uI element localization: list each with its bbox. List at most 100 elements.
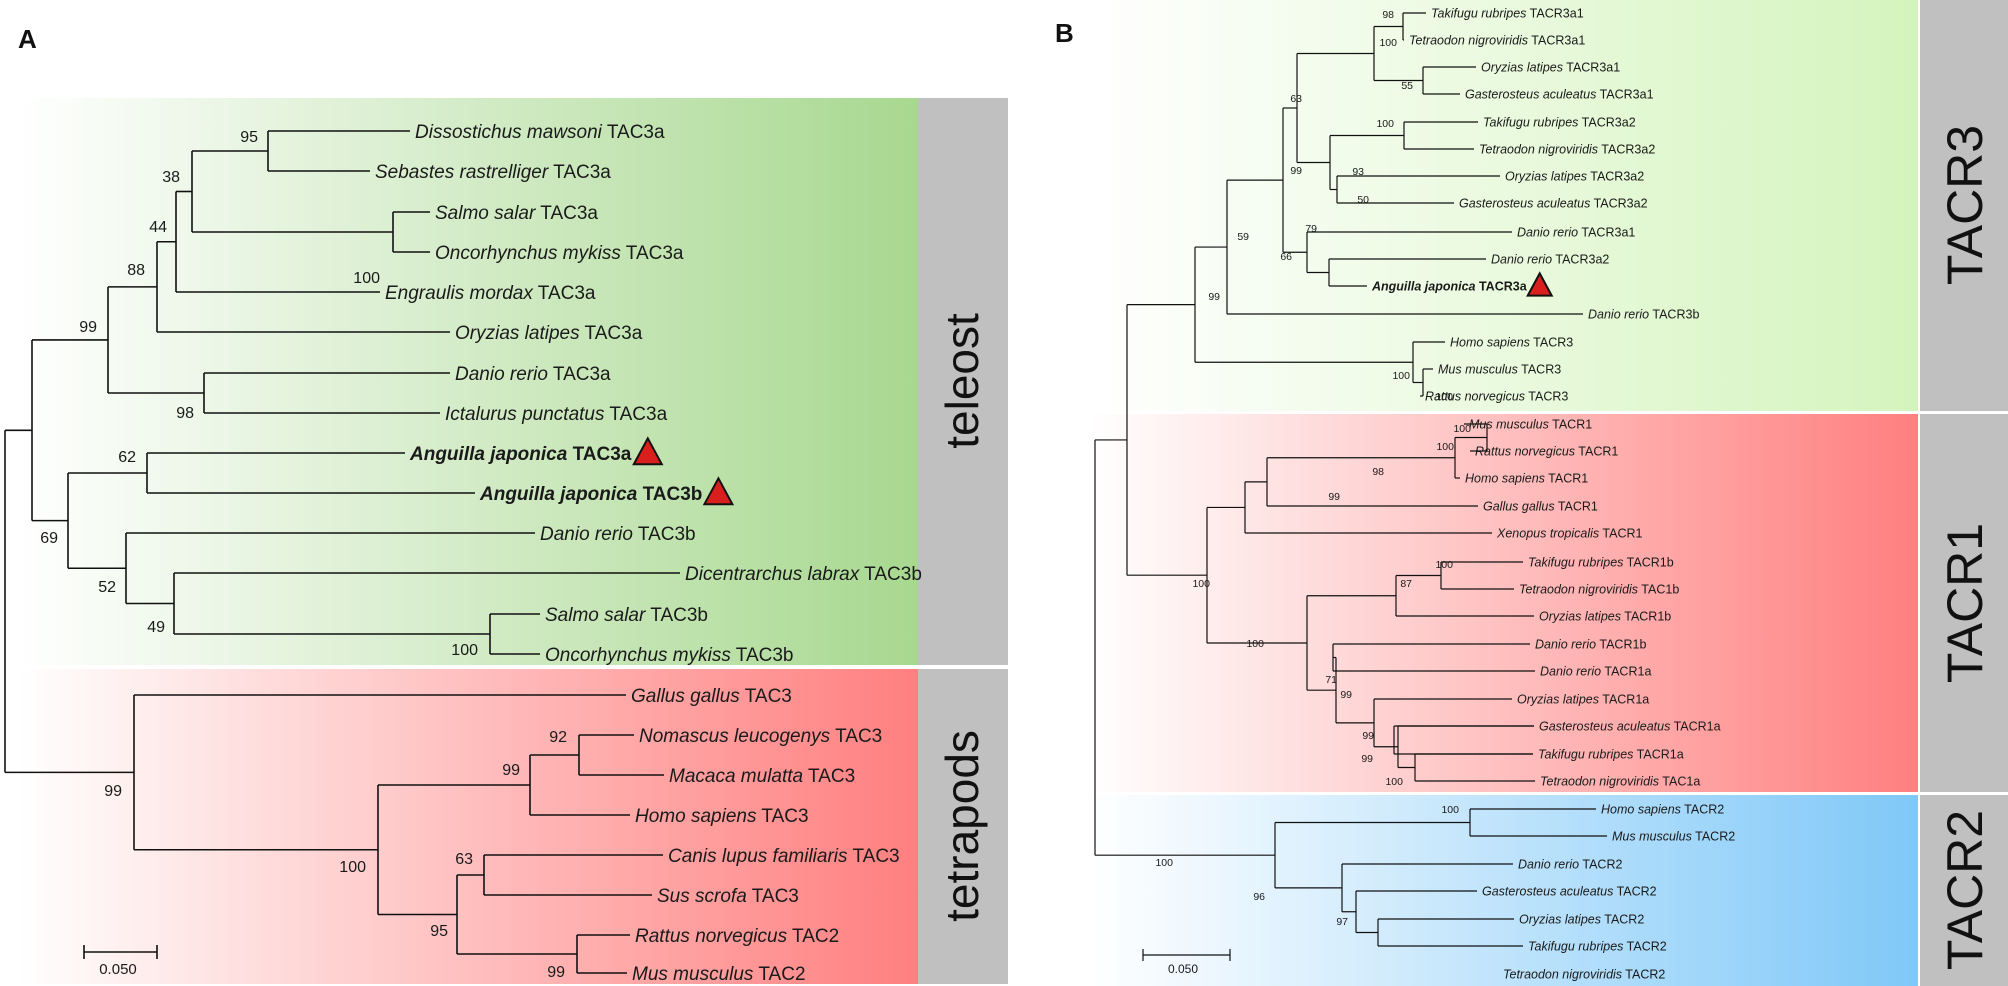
- panel-a-letter: A: [18, 24, 37, 54]
- gene-name: TACR1: [1575, 445, 1618, 459]
- taxon-label: Rattus norvegicus TAC2: [635, 926, 839, 947]
- species-name: Takifugu rubripes: [1538, 748, 1633, 762]
- bootstrap-value: 52: [98, 579, 116, 596]
- bootstrap-value: 59: [1237, 231, 1249, 243]
- bootstrap-value: 100: [1441, 804, 1459, 816]
- species-name: Dicentrarchus labrax: [685, 564, 861, 585]
- bootstrap-value: 100: [1435, 559, 1453, 571]
- bootstrap-value: 55: [1401, 80, 1413, 92]
- bootstrap-value: 96: [1253, 891, 1265, 903]
- species-name: Canis lupus familiaris: [668, 846, 848, 867]
- bootstrap-value: 99: [502, 762, 520, 779]
- bootstrap-value: 99: [1328, 491, 1340, 503]
- taxon-label: Mus musculus TACR1: [1469, 418, 1592, 432]
- gene-name: TAC2: [753, 964, 805, 985]
- taxon-label: Gasterosteus aculeatus TACR2: [1482, 885, 1657, 899]
- gene-name: TACR2: [1601, 913, 1644, 927]
- bootstrap-value: 66: [1280, 251, 1292, 263]
- gene-name: TACR3a2: [1587, 170, 1644, 184]
- gene-name: TACR3a2: [1590, 197, 1647, 211]
- gene-name: TACR3b: [1649, 308, 1699, 322]
- gene-name: TACR3a: [1476, 280, 1528, 294]
- taxon-label: Tetraodon nigroviridis TACR3a1: [1409, 34, 1585, 48]
- species-name: Oryzias latipes: [1519, 913, 1601, 927]
- teleost-group-label: teleost: [936, 313, 988, 449]
- gene-name: TAC3a: [602, 122, 665, 143]
- species-name: Engraulis mordax: [385, 283, 534, 304]
- bootstrap-value: 100: [1246, 638, 1264, 650]
- gene-name: TAC1a: [1659, 775, 1700, 789]
- taxon-label: Oryzias latipes TACR1b: [1539, 610, 1671, 624]
- species-name: Takifugu rubripes: [1528, 940, 1623, 954]
- taxon-label: Homo sapiens TAC3: [635, 806, 809, 827]
- species-name: Gallus gallus: [1483, 500, 1555, 514]
- bootstrap-value: 100: [1192, 578, 1210, 590]
- bootstrap-value: 38: [162, 169, 180, 186]
- species-name: Ictalurus punctatus: [445, 404, 605, 425]
- gene-name: TAC3a: [548, 162, 611, 183]
- species-name: Tetraodon nigroviridis: [1479, 143, 1598, 157]
- panel-b: TACR3 TACR1 TACR2 B Takifugu rubripes TA…: [1055, 0, 2008, 986]
- species-name: Danio rerio: [1517, 226, 1578, 240]
- bootstrap-value: 98: [1372, 466, 1384, 478]
- taxon-label: Oryzias latipes TACR1a: [1517, 693, 1649, 707]
- species-name: Takifugu rubripes: [1483, 116, 1578, 130]
- species-name: Salmo salar: [435, 203, 536, 224]
- gene-name: TACR3a1: [1526, 7, 1583, 21]
- taxon-label: Tetraodon nigroviridis TAC1a: [1540, 775, 1700, 789]
- tetrapods-region: [18, 669, 918, 984]
- tacr1-group-label: TACR1: [1937, 523, 1993, 683]
- gene-name: TACR1a: [1599, 693, 1649, 707]
- new-sequence-marker-icon: [632, 436, 664, 466]
- gene-name: TAC3b: [731, 645, 794, 666]
- taxon-label: Salmo salar TAC3a: [435, 203, 598, 224]
- taxon-label: Danio rerio TACR3b: [1588, 308, 1699, 322]
- bootstrap-value: 99: [79, 319, 97, 336]
- gene-name: TACR3a1: [1528, 34, 1585, 48]
- taxon-label: Danio rerio TACR3a1: [1517, 226, 1635, 240]
- gene-name: TACR3: [1530, 336, 1573, 350]
- tacr2-group-label: TACR2: [1937, 810, 1993, 970]
- taxon-label: Tetraodon nigroviridis TACR3a2: [1479, 143, 1655, 157]
- gene-name: TACR1a: [1670, 720, 1720, 734]
- species-name: Tetraodon nigroviridis: [1519, 583, 1638, 597]
- gene-name: TAC3b: [633, 524, 696, 545]
- taxon-label: Gasterosteus aculeatus TACR3a1: [1465, 88, 1654, 102]
- bootstrap-value: 99: [1208, 291, 1220, 303]
- gene-name: TAC3: [848, 846, 900, 867]
- bootstrap-value: 100: [451, 642, 478, 659]
- species-name: Danio rerio: [455, 364, 548, 385]
- taxon-label: Salmo salar TAC3b: [545, 605, 708, 626]
- bootstrap-value: 69: [40, 530, 58, 547]
- bootstrap-value: 97: [1336, 916, 1348, 928]
- taxon-label: Ictalurus punctatus TAC3a: [445, 404, 668, 425]
- gene-name: TAC3a: [621, 243, 684, 264]
- bootstrap-value: 100: [1435, 391, 1453, 403]
- bootstrap-value: 63: [455, 851, 473, 868]
- taxon-label: Anguilla japonica TAC3b: [479, 484, 702, 505]
- taxon-label: Takifugu rubripes TACR1a: [1538, 748, 1684, 762]
- taxon-label: Tetraodon nigroviridis TACR2: [1503, 968, 1665, 982]
- bootstrap-value: 99: [1361, 753, 1373, 765]
- taxon-label: Oryzias latipes TACR2: [1519, 913, 1644, 927]
- gene-name: TACR3a1: [1596, 88, 1653, 102]
- gene-name: TACR1: [1549, 418, 1592, 432]
- species-name: Homo sapiens: [635, 806, 757, 827]
- gene-name: TAC3: [830, 726, 882, 747]
- taxon-label: Takifugu rubripes TACR2: [1528, 940, 1667, 954]
- species-name: Tetraodon nigroviridis: [1503, 968, 1622, 982]
- taxon-label: Danio rerio TACR1b: [1535, 638, 1646, 652]
- species-name: Oncorhynchus mykiss: [545, 645, 731, 666]
- tacr1-sidebar: [1920, 414, 2008, 792]
- bootstrap-value: 99: [1340, 689, 1352, 701]
- taxon-label: Gasterosteus aculeatus TACR3a2: [1459, 197, 1648, 211]
- bootstrap-value: 100: [1379, 37, 1397, 49]
- gene-name: TAC3a: [580, 323, 643, 344]
- taxon-label: Nomascus leucogenys TAC3: [639, 726, 882, 747]
- species-name: Anguilla japonica: [409, 444, 568, 465]
- taxon-label: Mus musculus TACR2: [1612, 830, 1735, 844]
- species-name: Rattus norvegicus: [1475, 445, 1575, 459]
- bootstrap-value: 92: [549, 729, 567, 746]
